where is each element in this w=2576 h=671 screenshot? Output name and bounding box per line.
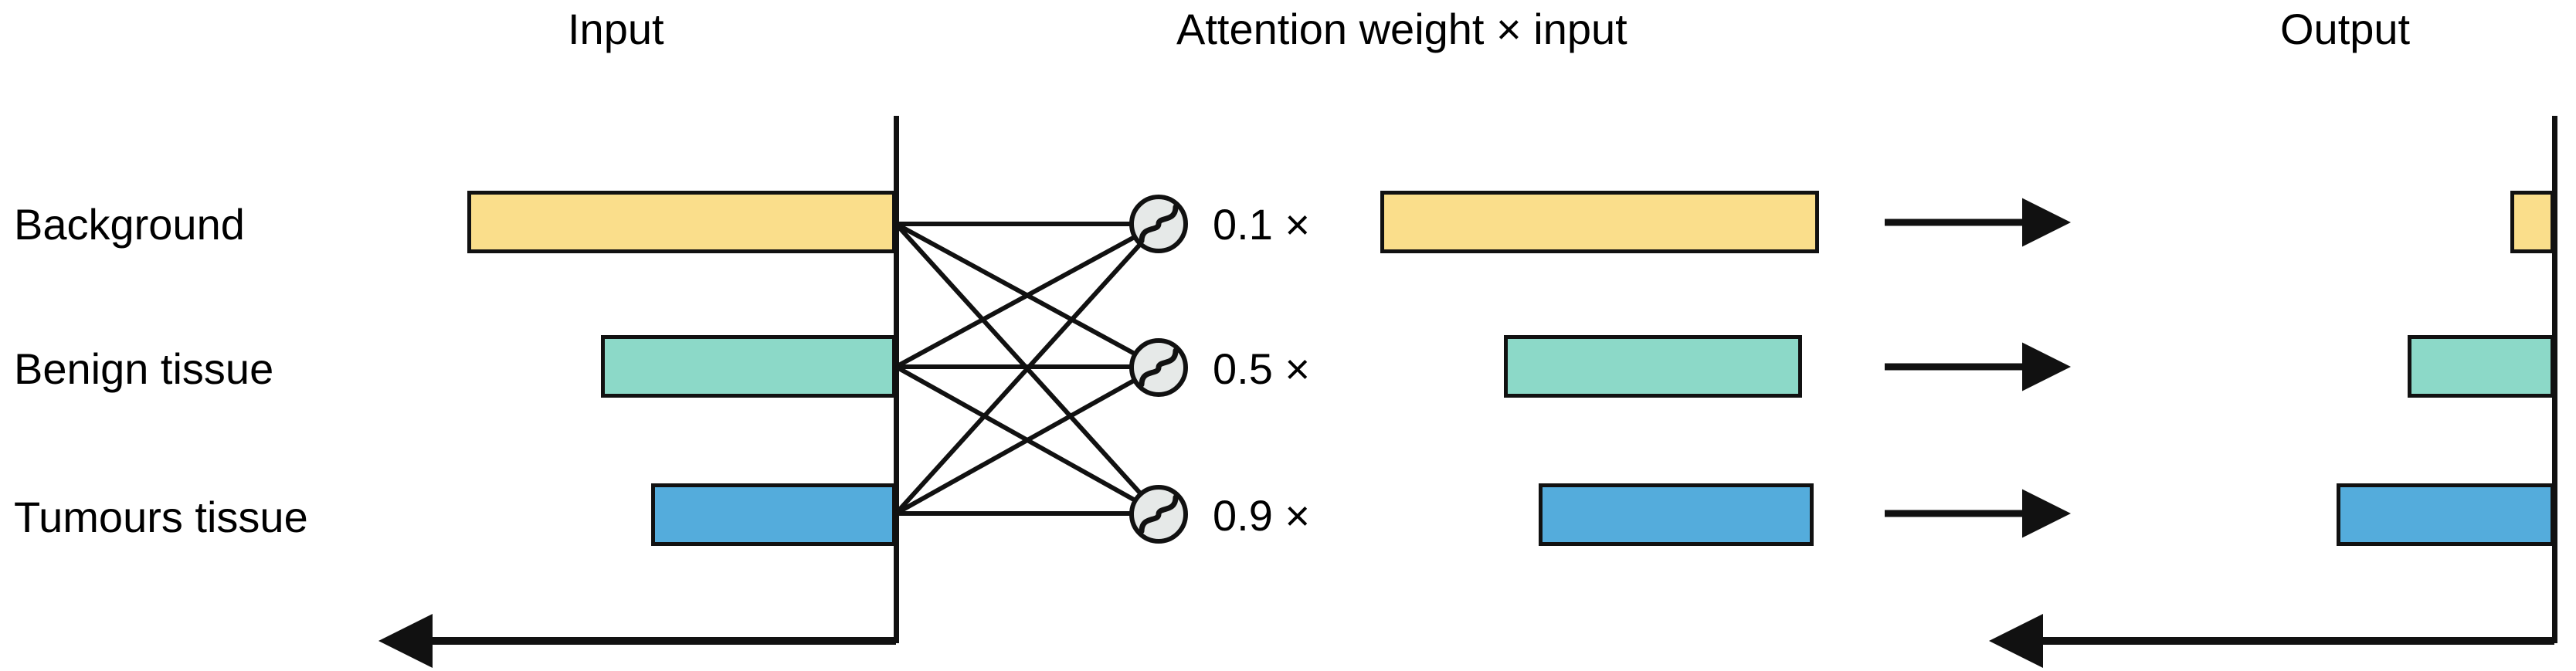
header-input: Input xyxy=(568,5,664,53)
attention-gate-node-tumours-tissue[interactable] xyxy=(1129,485,1188,544)
attention-gate-node-benign-tissue[interactable] xyxy=(1129,338,1188,397)
attention-gate-icon xyxy=(1139,204,1179,244)
attention-gate-icon xyxy=(1139,494,1179,534)
row-label-tumours-tissue: Tumours tissue xyxy=(14,493,308,541)
attention-gate-icon xyxy=(1139,347,1179,388)
input-bar-tumours-tissue xyxy=(651,483,896,546)
output-bar-background xyxy=(2510,191,2554,253)
weighted-bar-background xyxy=(1380,191,1819,253)
attention-weight-label-benign-tissue: 0.5 × xyxy=(1213,344,1311,393)
row-transfer-arrows xyxy=(1885,198,2071,538)
output-bar-tumours-tissue xyxy=(2337,483,2554,546)
attention-weight-label-background: 0.1 × xyxy=(1213,200,1311,249)
input-bar-benign-tissue xyxy=(601,335,896,398)
weighted-bar-tumours-tissue xyxy=(1539,483,1814,546)
header-output: Output xyxy=(2280,5,2411,53)
output-vertical-axis xyxy=(2552,116,2557,643)
attention-weight-label-tumours-tissue: 0.9 × xyxy=(1213,491,1311,540)
attention-connection-lines xyxy=(894,222,1161,516)
input-bar-background xyxy=(467,191,896,253)
attention-gate-node-background[interactable] xyxy=(1129,195,1188,253)
output-bar-benign-tissue xyxy=(2408,335,2554,398)
header-attention-weight-times-input: Attention weight × input xyxy=(1176,5,1627,53)
row-label-background: Background xyxy=(14,200,245,249)
weighted-bar-benign-tissue xyxy=(1504,335,1802,398)
row-label-benign-tissue: Benign tissue xyxy=(14,344,274,393)
